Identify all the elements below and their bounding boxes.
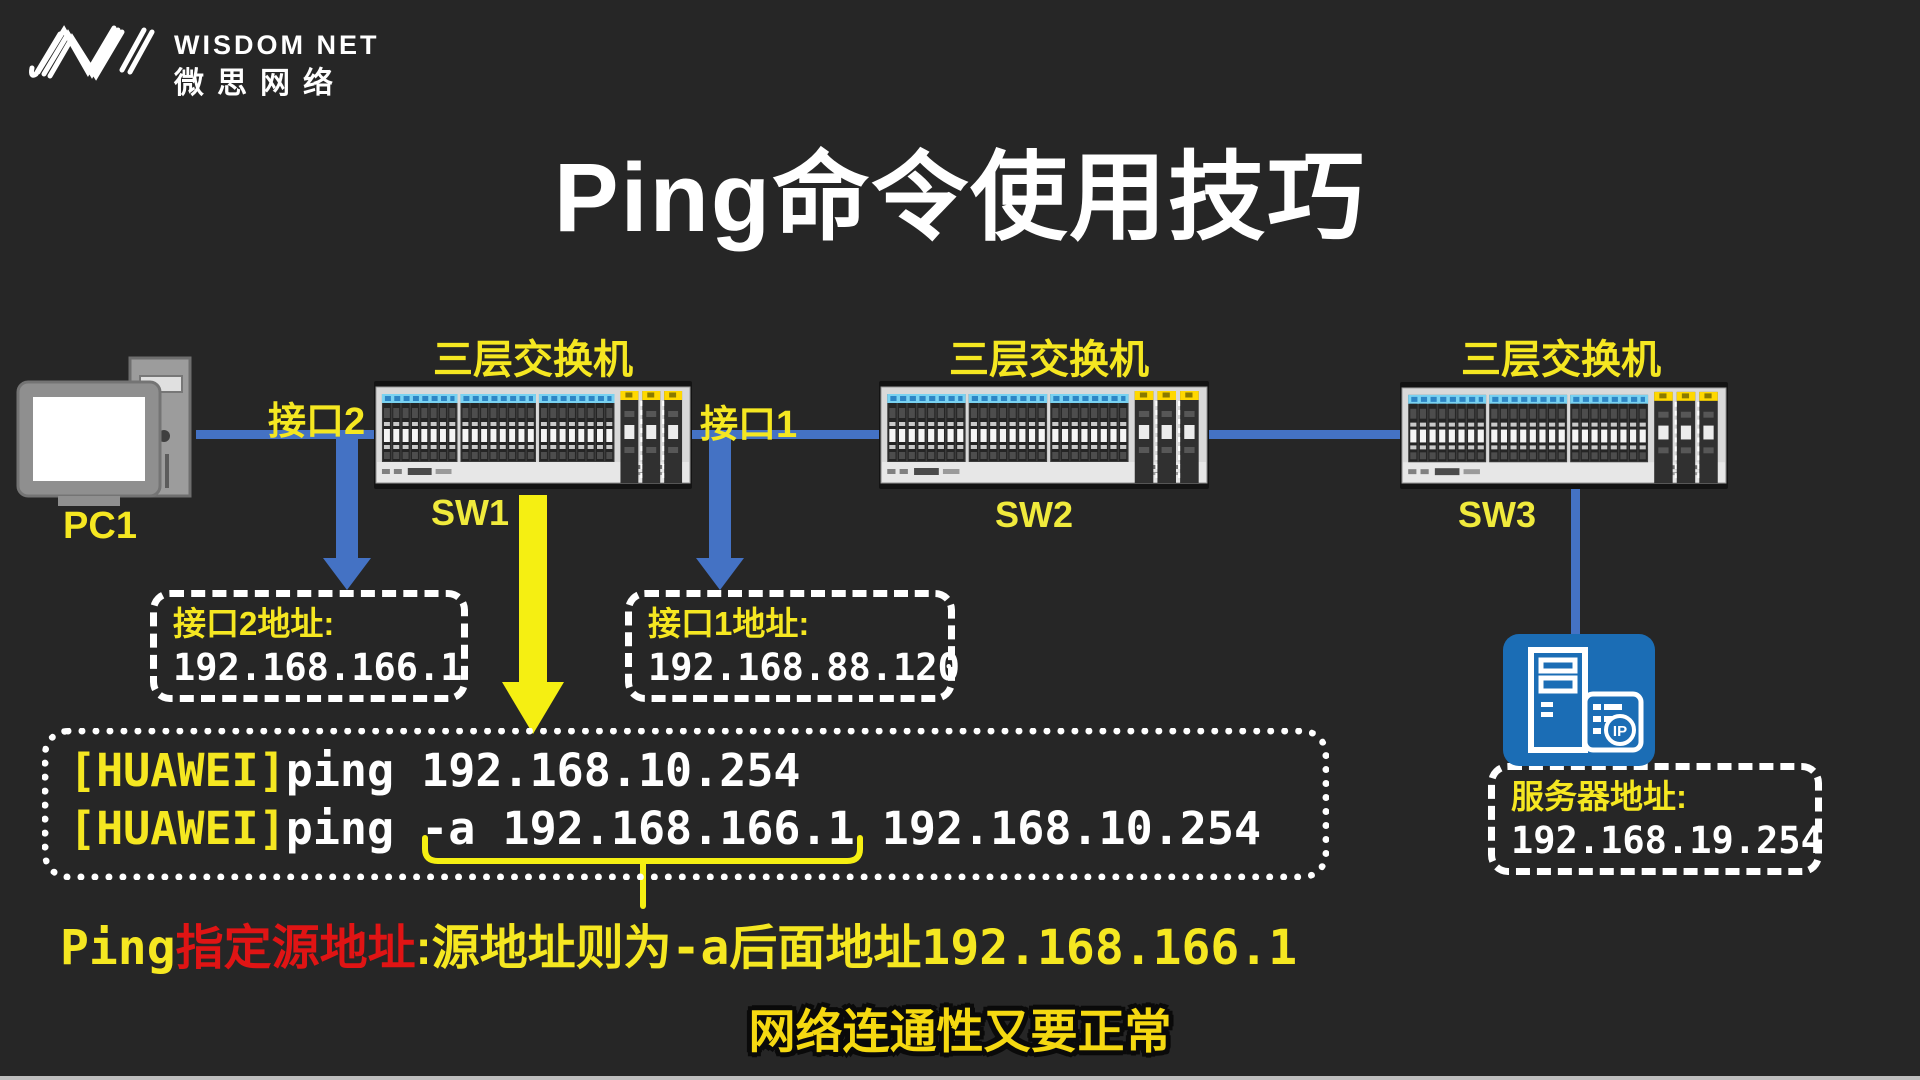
command-line-2-highlight: -a 192.168.166.1 [421,802,855,855]
switch-name-sw1: SW1 [430,492,509,533]
switch-type-label-sw1: 三层交换机 [433,338,633,382]
link-pc-sw1 [196,430,376,439]
brand-logo: WISDOM NET 微思网络 [26,10,386,100]
port2-label: 接口2 [268,401,366,443]
arrow-port2-address [323,437,371,590]
command-box: [HUAWEI]ping 192.168.10.254 [HUAWEI]ping… [42,728,1329,880]
command-line-1: [HUAWEI]ping 192.168.10.254 [69,744,801,797]
port1-label: 接口1 [700,404,798,446]
command-line-2: [HUAWEI]ping -a 192.168.166.1 192.168.10… [69,802,1261,855]
switch-name-sw3: SW3 [1457,494,1536,535]
annotation-lead: Ping [60,920,176,976]
switch-sw3 [1400,382,1728,489]
command-line-2-pre: ping [285,802,422,855]
switch-type-label-sw3: 三层交换机 [1461,338,1661,382]
annotation-ip: 192.168.166.1 [921,920,1298,976]
port2-address-ip: 192.168.166.1 [173,646,463,689]
switch-type-label-sw2: 三层交换机 [949,338,1149,382]
link-sw3-server [1571,489,1580,641]
arrow-port1-address [696,437,744,590]
brand-name-cn: 微思网络 [174,67,346,100]
port1-address-ip: 192.168.88.120 [648,646,960,689]
annotation-mid2: 后面地址 [729,922,922,975]
annotation-line: Ping指定源地址:源地址则为-a后面地址192.168.166.1 [60,908,1297,978]
switch-sw1 [374,381,692,489]
brand-name: WISDOM NET [174,30,380,60]
command-line-2-prompt: [HUAWEI] [69,802,286,855]
server-address-label: 服务器地址: [1511,778,1687,815]
link-sw2-sw3 [1209,430,1402,439]
annotation-emphasis: 指定源地址 [175,922,416,975]
server-ip-badge-text: IP [1613,723,1627,740]
command-line-1-prompt: [HUAWEI] [69,744,286,797]
annotation-flag: -a [671,920,730,976]
wisdom-net-logo-icon [29,25,155,81]
port1-address-label: 接口1地址: [648,605,810,642]
subtitle-caption: 网络连通性又要正常 [748,1005,1172,1058]
switch-name-sw2: SW2 [994,494,1073,535]
server-address-ip: 192.168.19.254 [1511,819,1823,862]
highlight-brace [422,835,863,909]
annotation-mid: :源地址则为 [415,922,672,975]
server-icon: IP [1503,634,1655,766]
port1-address-box: 接口1地址: 192.168.88.120 [625,590,960,702]
page-title: Ping命令使用技巧 [553,143,1367,252]
pc-label: PC1 [63,505,137,547]
arrow-sw1-command [502,495,564,734]
pc-icon [16,356,192,506]
link-sw1-sw2 [692,430,881,439]
command-line-1-text: ping 192.168.10.254 [285,744,801,797]
port2-address-box: 接口2地址: 192.168.166.1 [150,590,468,702]
switch-sw2 [879,381,1209,489]
port2-address-label: 接口2地址: [173,605,335,642]
server-ip-badge: IP [1582,691,1644,753]
server-address-box: 服务器地址: 192.168.19.254 [1488,763,1823,875]
command-line-2-post: 192.168.10.254 [854,802,1262,855]
bottom-progress-line [0,1076,1920,1080]
